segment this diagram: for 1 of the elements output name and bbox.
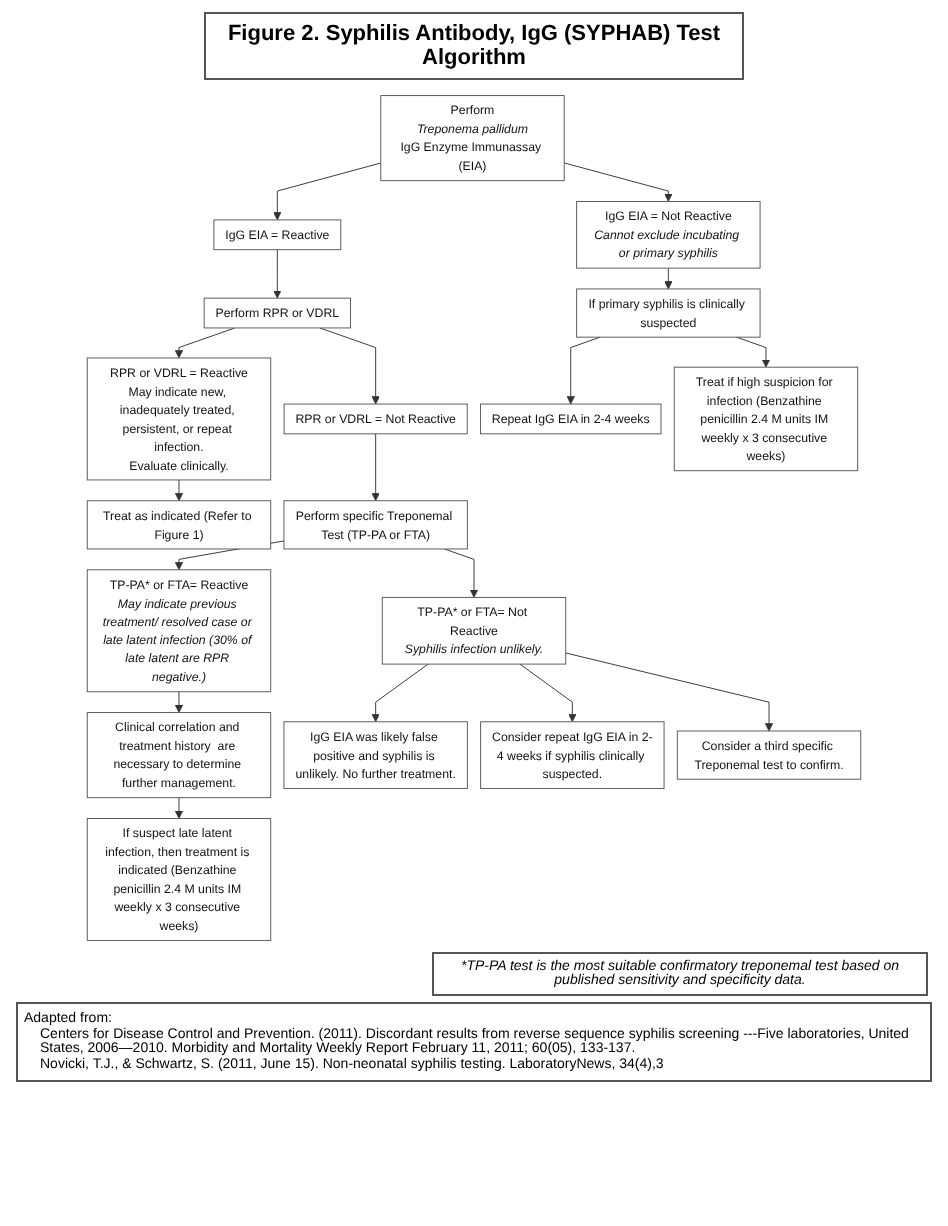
title: Figure 2. Syphilis Antibody, IgG (SYPHAB) Test Algorithm [204, 12, 744, 80]
